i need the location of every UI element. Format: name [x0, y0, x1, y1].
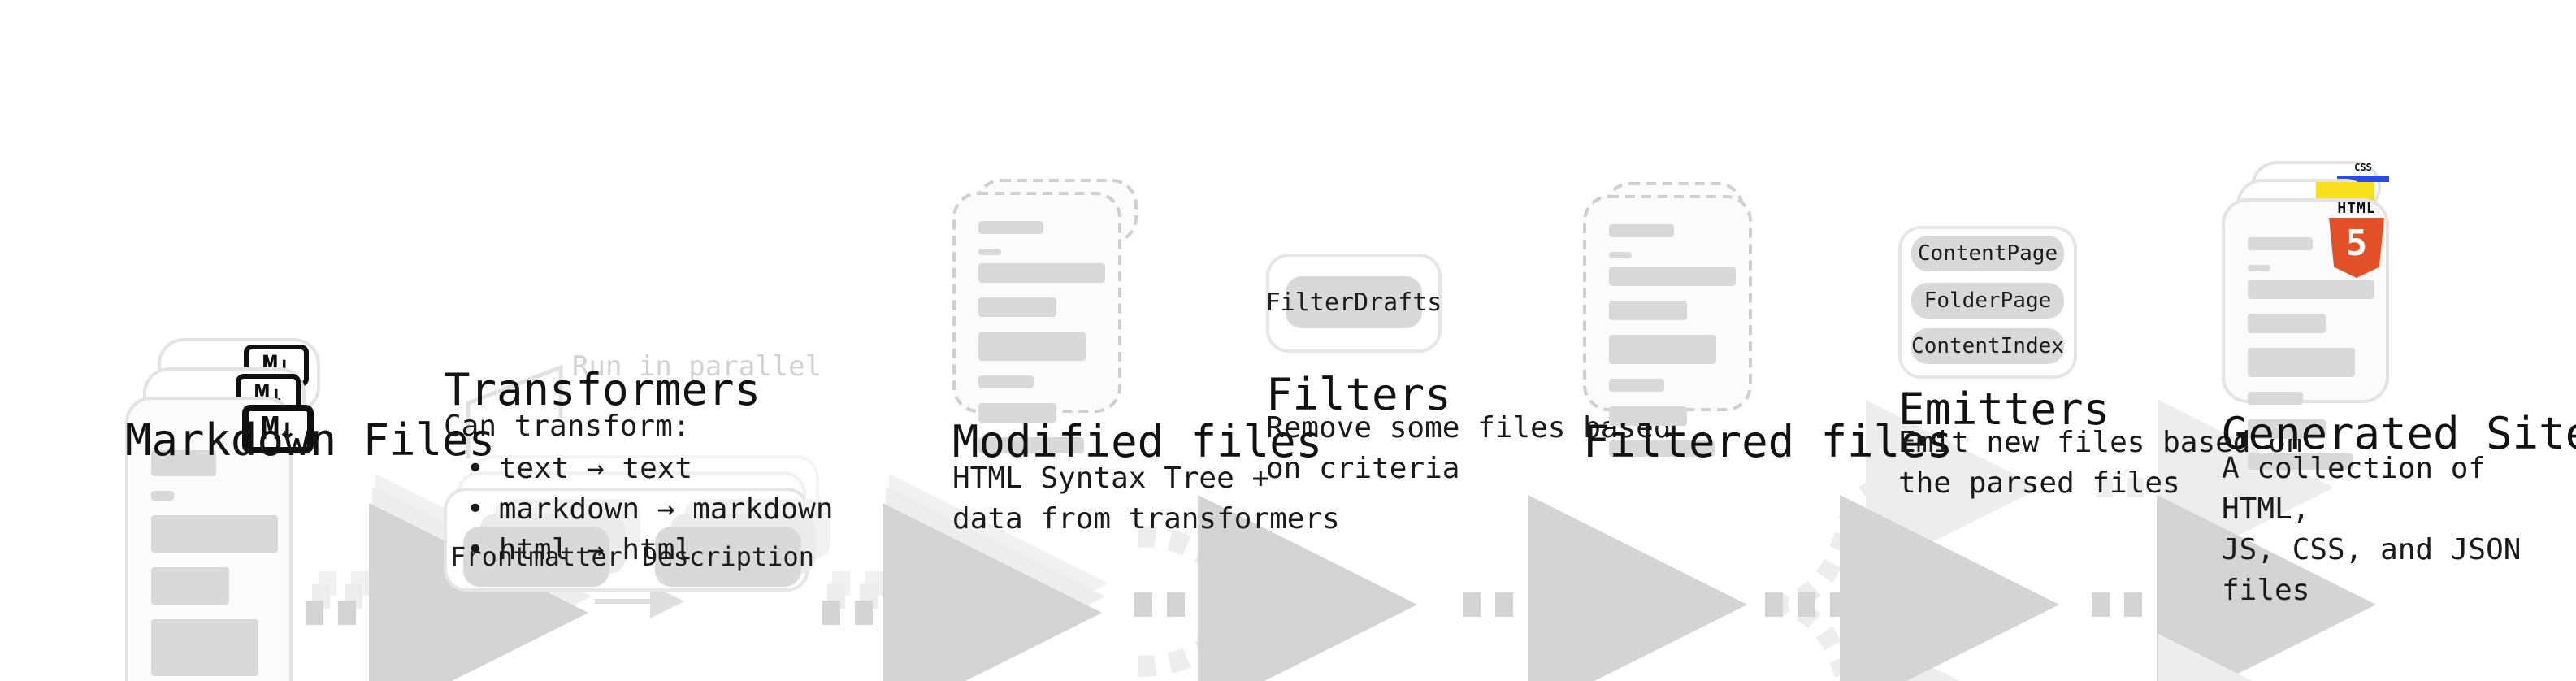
- run-in-parallel-label: Run in parallel: [572, 351, 822, 384]
- placeholder-line: [151, 567, 229, 605]
- placeholder-line: [978, 375, 1034, 388]
- markdown-content-lines: [151, 450, 278, 681]
- css3-icon-bar: [2337, 176, 2389, 182]
- transformers-bullet-item: markdown → markdown: [466, 489, 834, 530]
- placeholder-line: [1609, 224, 1674, 237]
- css3-icon: CSS: [2337, 163, 2389, 184]
- placeholder-line: [978, 221, 1043, 234]
- placeholder-line: [1609, 301, 1687, 320]
- placeholder-line: [1609, 379, 1664, 392]
- placeholder-line: [1609, 252, 1632, 258]
- transformers-bullet-item: html → html: [466, 530, 834, 570]
- placeholder-line: [151, 491, 174, 501]
- placeholder-line: [978, 297, 1056, 317]
- html5-icon-label: HTML: [2337, 202, 2376, 218]
- modified-files-subtitle: HTML Syntax Tree + data from transformer…: [952, 462, 1340, 536]
- css3-icon-label: CSS: [2354, 163, 2372, 174]
- transformers-bullets-head: Can transform:: [444, 410, 691, 444]
- placeholder-line: [2248, 348, 2355, 377]
- generated-site-title: Generated Site: [2222, 410, 2576, 460]
- filtered-files-title: Filtered files: [1583, 418, 1954, 468]
- transformers-bullet-item: text → text: [466, 449, 834, 489]
- placeholder-line: [978, 332, 1086, 361]
- placeholder-line: [2248, 237, 2313, 250]
- placeholder-line: [2248, 314, 2326, 333]
- filtered-content-lines: [1609, 224, 1736, 471]
- placeholder-line: [151, 619, 258, 676]
- markdown-files-title: Markdown Files: [125, 416, 496, 466]
- placeholder-line: [2248, 419, 2326, 439]
- filters-title: Filters: [1266, 371, 1451, 421]
- transformers-bullets: Can transform: text → text markdown → ma…: [444, 406, 834, 570]
- placeholder-line: [978, 263, 1105, 283]
- placeholder-line: [1609, 267, 1736, 286]
- placeholder-line: [978, 403, 1056, 423]
- generated-site-subtitle: A collection of HTML, JS, CSS, and JSON …: [2222, 452, 2522, 608]
- modified-files-title: Modified files: [952, 418, 1323, 468]
- placeholder-line: [2248, 453, 2353, 470]
- placeholder-line: [2248, 392, 2303, 405]
- html5-icon: HTML: [2327, 202, 2386, 278]
- emitter-chip-contentpage[interactable]: ContentPage: [1911, 236, 2064, 271]
- html5-icon-shield: [2329, 218, 2384, 278]
- markdown-icon: M↓: [242, 405, 314, 453]
- placeholder-line: [151, 515, 278, 553]
- placeholder-line: [2248, 265, 2270, 271]
- modified-content-lines: [978, 221, 1105, 468]
- placeholder-line: [1609, 440, 1715, 457]
- site-content-lines: [2248, 237, 2374, 484]
- emitter-chip-folderpage[interactable]: FolderPage: [1911, 283, 2064, 319]
- placeholder-line: [151, 450, 216, 476]
- emitters-title: Emitters: [1898, 385, 2110, 436]
- transformers-title: Transformers: [444, 366, 761, 416]
- emitters-subtitle: Emit new files based on the parsed files: [1898, 426, 2304, 501]
- placeholder-line: [2248, 280, 2374, 299]
- placeholder-line: [978, 249, 1001, 255]
- placeholder-line: [978, 437, 1084, 453]
- placeholder-line: [1609, 335, 1716, 364]
- filter-chip-filterdrafts[interactable]: FilterDrafts: [1266, 276, 1442, 328]
- placeholder-line: [1609, 406, 1687, 426]
- emitter-chip-contentindex[interactable]: ContentIndex: [1911, 328, 2064, 364]
